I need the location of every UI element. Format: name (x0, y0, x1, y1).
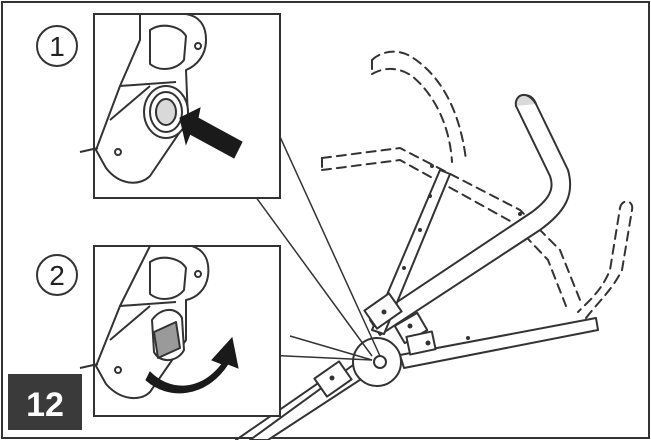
joint-bracket-front (405, 330, 437, 356)
hinge-pin (373, 355, 387, 369)
figure-number: 12 (26, 386, 64, 424)
front-leg (399, 317, 599, 369)
push-arrow-icon (179, 107, 243, 159)
handle-grip (514, 93, 537, 107)
step-2-circle (36, 254, 78, 296)
figure-number-badge: 12 (8, 374, 82, 430)
step-2-panel: 2 (36, 245, 281, 417)
folded-crossbar-dashed (321, 147, 581, 307)
rear-leg (371, 169, 451, 335)
step-1-number: 1 (49, 31, 65, 62)
rivets (329, 164, 522, 381)
folded-leg-dashed (577, 200, 634, 319)
step-1-circle (36, 25, 78, 67)
rotate-arrow-icon (145, 336, 239, 394)
badge-background (8, 374, 82, 430)
hinge-closeup-1 (79, 13, 207, 184)
step-2-number: 2 (49, 260, 65, 291)
folded-handle-dashed (371, 50, 467, 163)
step-1-panel: 1 (36, 13, 281, 199)
stroller-frame (235, 50, 634, 440)
hinge-closeup-2 (79, 245, 210, 400)
